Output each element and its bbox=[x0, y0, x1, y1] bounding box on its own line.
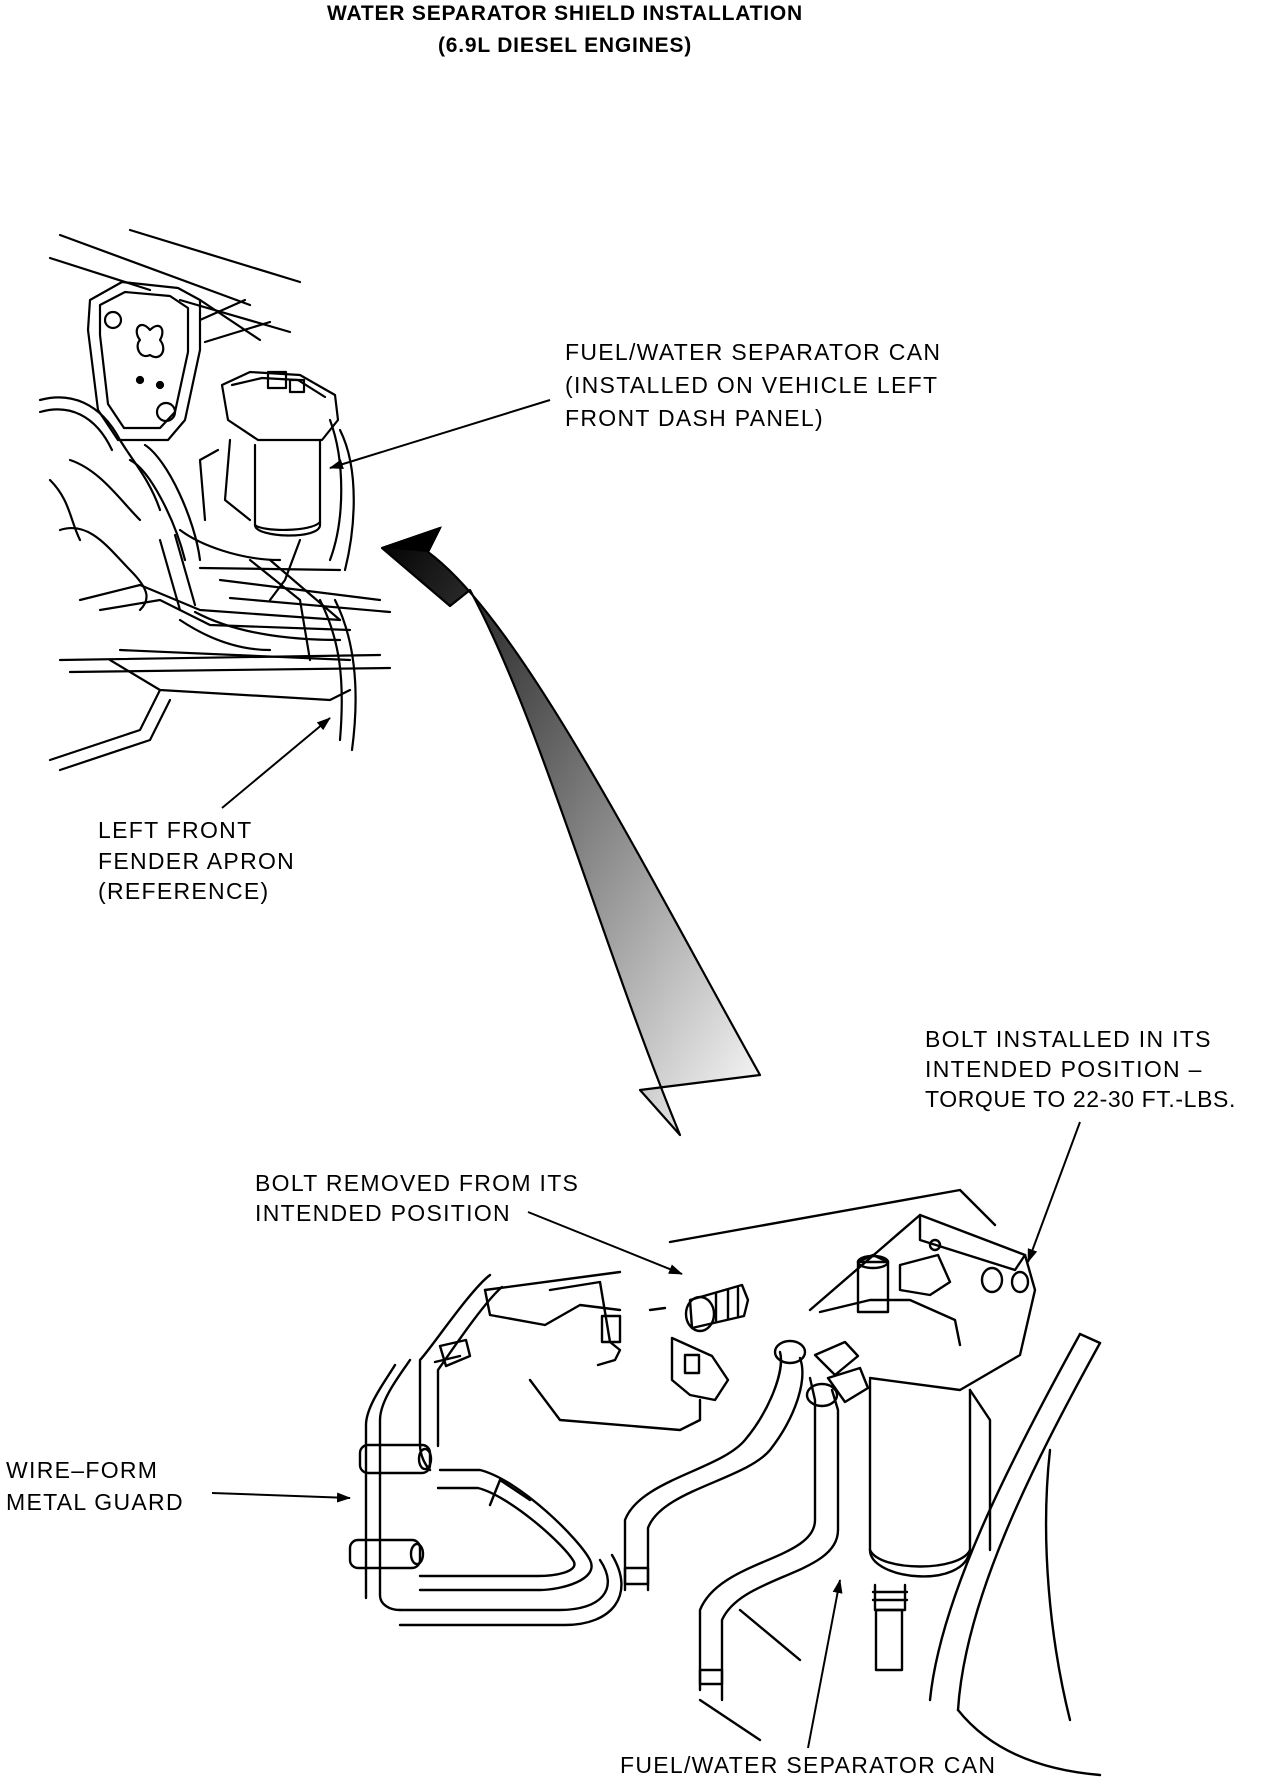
label-can-top-line-1: FUEL/WATER SEPARATOR CAN bbox=[565, 339, 942, 365]
leader-guard bbox=[212, 1493, 351, 1503]
label-fender-line-2: FENDER APRON bbox=[98, 848, 296, 874]
title-line-2: (6.9L DIESEL ENGINES) bbox=[437, 34, 693, 57]
leader-fender bbox=[222, 718, 331, 808]
label-bolt-removed-line-1: BOLT REMOVED FROM ITS bbox=[255, 1170, 580, 1196]
label-guard-line-2: METAL GUARD bbox=[6, 1489, 184, 1515]
leader-lines bbox=[212, 400, 1080, 1748]
transition-arrow bbox=[382, 528, 760, 1135]
label-can-top-line-2: (INSTALLED ON VEHICLE LEFT bbox=[565, 372, 939, 398]
detail-view bbox=[350, 1190, 1100, 1775]
label-bolt-removed-line-2: INTENDED POSITION bbox=[255, 1200, 511, 1226]
leader-bolt-removed bbox=[528, 1212, 683, 1274]
label-can-top-line-3: FRONT DASH PANEL) bbox=[565, 405, 824, 431]
label-fender-line-1: LEFT FRONT bbox=[98, 817, 253, 843]
label-can-bottom-line-1: FUEL/WATER SEPARATOR CAN bbox=[620, 1752, 997, 1778]
leader-can-bottom bbox=[808, 1579, 843, 1748]
vehicle-top-view bbox=[40, 230, 390, 770]
label-bolt-installed-line-1: BOLT INSTALLED IN ITS bbox=[925, 1026, 1212, 1052]
leader-can-top bbox=[329, 400, 550, 468]
label-guard-line-1: WIRE–FORM bbox=[6, 1457, 159, 1483]
label-fender-line-3: (REFERENCE) bbox=[98, 878, 270, 904]
title-line-1: WATER SEPARATOR SHIELD INSTALLATION bbox=[327, 2, 803, 25]
label-bolt-installed-line-2: INTENDED POSITION – bbox=[925, 1056, 1203, 1082]
label-bolt-installed-line-3: TORQUE TO 22-30 FT.-LBS. bbox=[925, 1086, 1236, 1112]
leader-bolt-installed bbox=[1028, 1122, 1080, 1263]
